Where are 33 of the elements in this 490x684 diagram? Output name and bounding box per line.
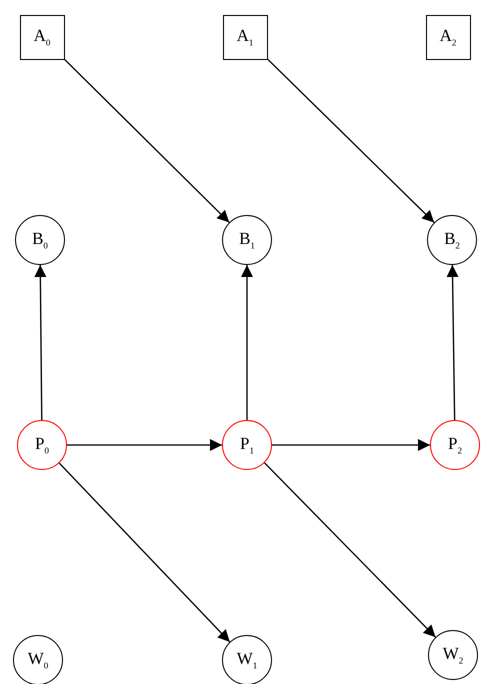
node-label: A$_{0}$: [34, 26, 50, 48]
arrow: [34, 265, 46, 420]
node-label: W$_{2}$: [442, 644, 464, 666]
node-label: W$_{1}$: [236, 649, 258, 671]
node-label: A$_{2}$: [440, 26, 456, 48]
arrow: [264, 462, 436, 638]
node-label: W$_{0}$: [28, 649, 48, 671]
node-label: A$_{1}$: [236, 26, 254, 48]
arrow: [446, 264, 459, 420]
node-label: B$_{2}$: [444, 229, 460, 251]
arrow: [241, 265, 253, 420]
arrow: [267, 58, 435, 223]
arrow: [67, 439, 222, 451]
node-circle: [430, 420, 480, 470]
arrow: [58, 462, 230, 642]
node-label: B$_{1}$: [239, 229, 255, 251]
node-label: P$_{2}$: [448, 434, 462, 456]
node-circle: [222, 420, 272, 470]
node-circle: [222, 635, 272, 684]
arrow: [272, 439, 430, 451]
node-circle: [222, 215, 272, 265]
arrow: [64, 58, 230, 223]
node-circle: [17, 420, 67, 470]
node-box: [426, 14, 470, 60]
node-circle: [427, 215, 477, 265]
node-label: B$_{0}$: [32, 229, 48, 251]
node-label: P$_{1}$: [240, 434, 254, 456]
node-label: P$_{0}$: [35, 434, 49, 456]
node-circle: [13, 635, 63, 684]
node-box: [222, 14, 268, 60]
node-circle: [15, 215, 65, 265]
node-circle: [428, 630, 478, 680]
node-box: [20, 14, 64, 60]
